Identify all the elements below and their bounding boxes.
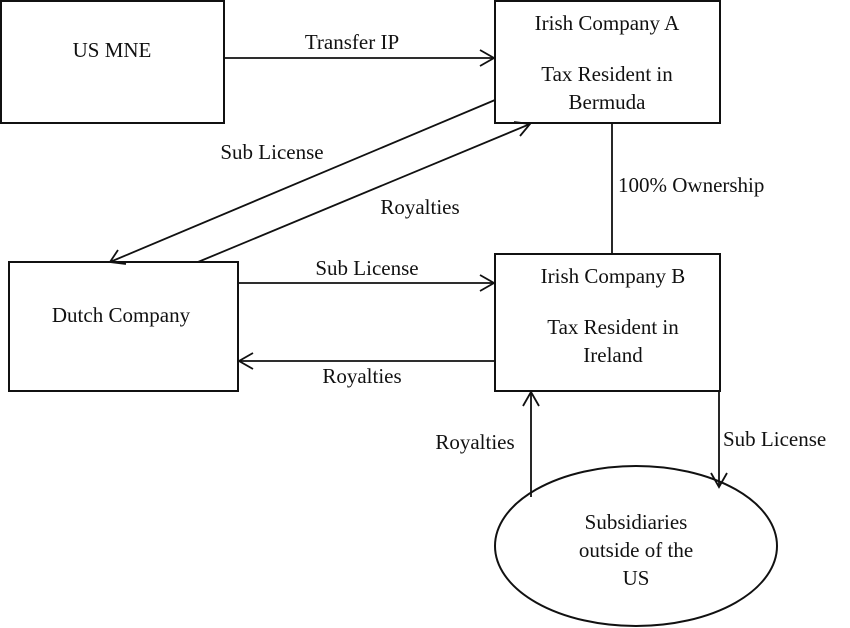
us-mne-box (0, 0, 225, 124)
transfer-ip-arrow (224, 49, 496, 67)
irish-company-a-residence-2: Bermuda (569, 90, 647, 114)
subsidiaries-line-2: outside of the (579, 538, 693, 562)
sub-license-dutch-to-b-label: Sub License (315, 256, 418, 280)
subsidiaries-line-1: Subsidiaries (585, 510, 688, 534)
sub-license-b-to-sub-label: Sub License (723, 427, 826, 451)
irish-company-b-residence-2: Ireland (583, 343, 643, 367)
irish-company-a-title: Irish Company A (535, 11, 680, 35)
subsidiaries-line-3: US (623, 566, 650, 590)
sub-license-a-to-dutch-label: Sub License (220, 140, 323, 164)
dutch-company-box (8, 261, 239, 392)
sub-license-dutch-to-b-arrow (238, 274, 496, 292)
royalties-dutch-to-a-arrow (197, 121, 532, 263)
royalties-dutch-to-a-label: Royalties (380, 195, 459, 219)
irish-company-b-title: Irish Company B (541, 264, 686, 288)
sub-license-a-to-dutch-arrow (108, 99, 496, 265)
royalties-b-to-dutch-label: Royalties (322, 364, 401, 388)
irish-company-b-box (494, 253, 721, 392)
subsidiaries-ellipse (494, 465, 778, 627)
irish-company-b-residence-1: Tax Resident in (547, 315, 679, 339)
royalties-sub-to-b-arrow (522, 390, 540, 497)
ownership-label: 100% Ownership (618, 173, 764, 197)
sub-license-b-to-sub-arrow (710, 391, 728, 489)
royalties-b-to-dutch-arrow (237, 352, 495, 370)
dutch-company-label: Dutch Company (52, 303, 191, 327)
irish-company-a-residence-1: Tax Resident in (541, 62, 673, 86)
irish-company-a-box (494, 0, 721, 124)
royalties-sub-to-b-label: Royalties (435, 430, 514, 454)
transfer-ip-label: Transfer IP (305, 30, 399, 54)
us-mne-label: US MNE (73, 38, 152, 62)
